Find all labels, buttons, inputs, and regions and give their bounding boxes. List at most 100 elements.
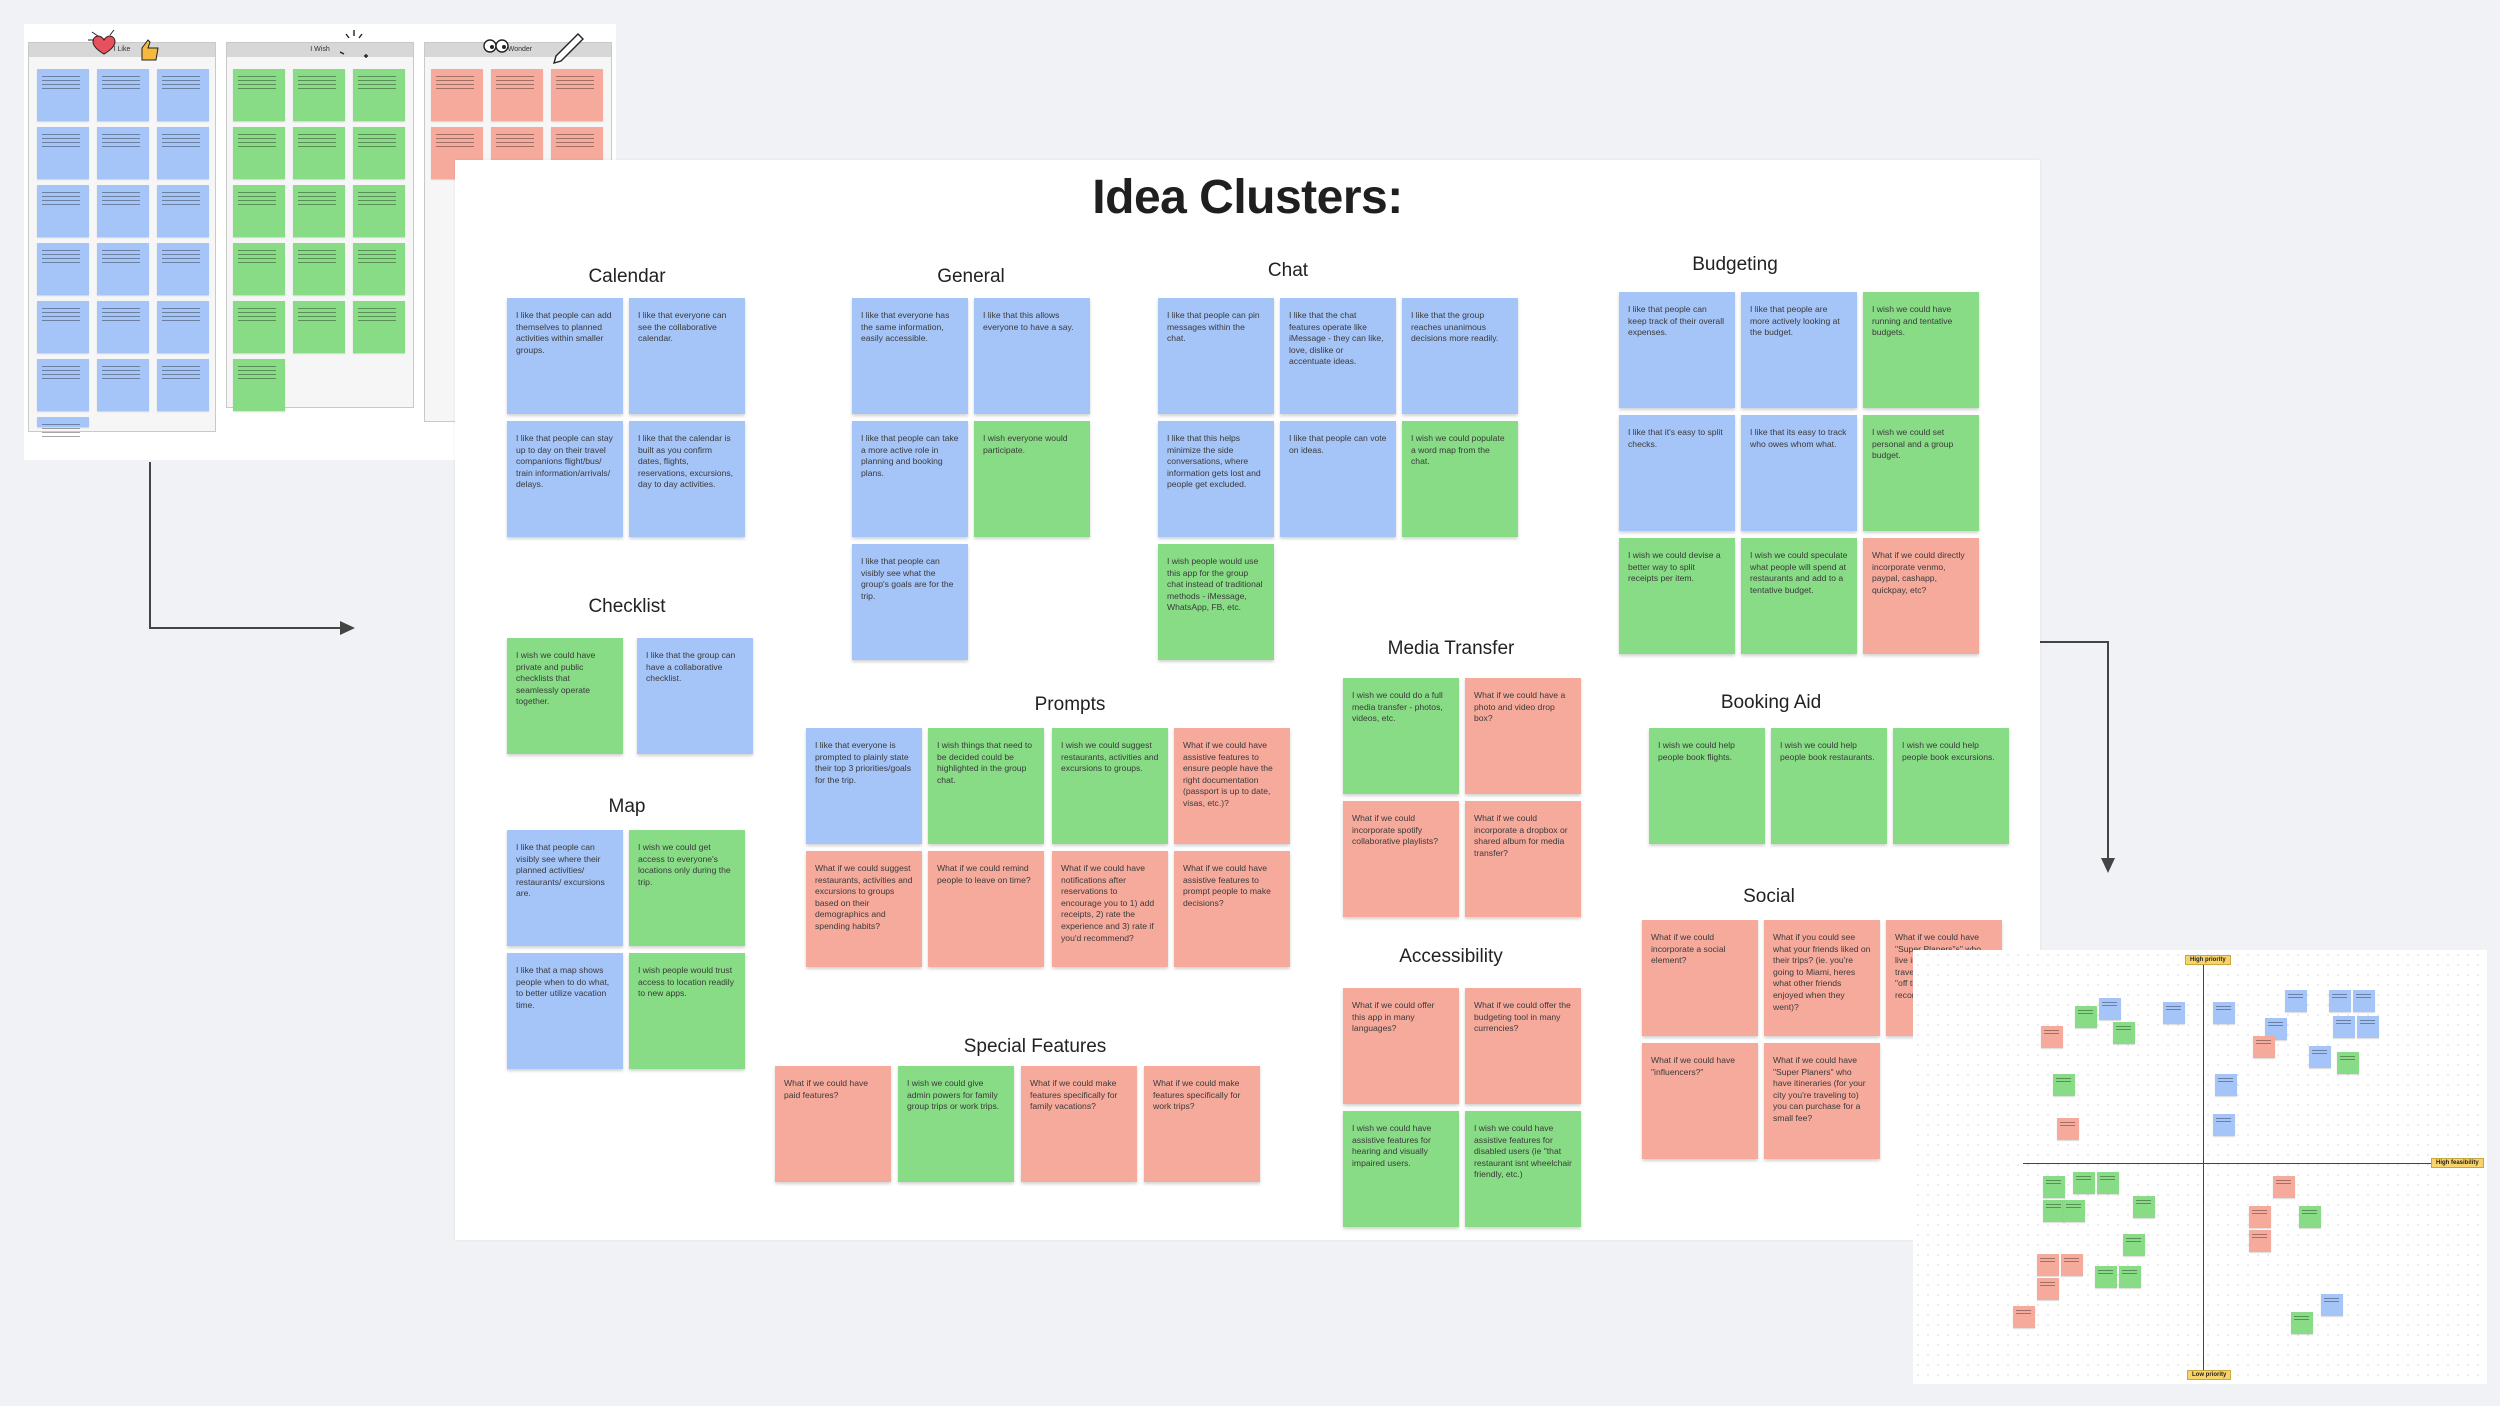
matrix-note[interactable] (2123, 1234, 2145, 1256)
matrix-note[interactable] (2133, 1196, 2155, 1218)
mini-note[interactable] (233, 127, 285, 179)
sticky-note[interactable]: What if we could have "influencers?" (1642, 1043, 1758, 1159)
sticky-note[interactable]: What if we could have a photo and video … (1465, 678, 1581, 794)
mini-note[interactable] (233, 243, 285, 295)
mini-note[interactable] (97, 69, 149, 121)
matrix-note[interactable] (2337, 1052, 2359, 1074)
matrix-note[interactable] (2099, 998, 2121, 1020)
idea-clusters-board[interactable]: Idea Clusters: Calendar I like that peop… (455, 160, 2040, 1240)
mini-note[interactable] (233, 185, 285, 237)
sticky-note[interactable]: I wish we could have running and tentati… (1863, 292, 1979, 408)
mini-note[interactable] (233, 359, 285, 411)
mini-note[interactable] (157, 301, 209, 353)
matrix-note[interactable] (2043, 1200, 2065, 1222)
sticky-note[interactable]: I wish people would trust access to loca… (629, 953, 745, 1069)
matrix-note[interactable] (2097, 1172, 2119, 1194)
mini-note[interactable] (353, 69, 405, 121)
sticky-note[interactable]: I wish we could have assistive features … (1343, 1111, 1459, 1227)
matrix-note[interactable] (2057, 1118, 2079, 1140)
mini-note[interactable] (37, 127, 89, 179)
sticky-note[interactable]: I wish we could devise a better way to s… (1619, 538, 1735, 654)
matrix-note[interactable] (2113, 1022, 2135, 1044)
mini-note[interactable] (37, 417, 89, 438)
matrix-note[interactable] (2163, 1002, 2185, 1024)
sticky-note[interactable]: I like that people can pin messages with… (1158, 298, 1274, 414)
matrix-note[interactable] (2073, 1172, 2095, 1194)
i-like-column[interactable]: I Like (28, 42, 216, 438)
sticky-note[interactable]: What if we could make features specifica… (1144, 1066, 1260, 1182)
sticky-note[interactable]: I like that everyone can see the collabo… (629, 298, 745, 414)
mini-note[interactable] (431, 69, 483, 121)
sticky-note[interactable]: I wish things that need to be decided co… (928, 728, 1044, 844)
sticky-note[interactable]: What if we could have assistive features… (1174, 851, 1290, 967)
matrix-note[interactable] (2321, 1294, 2343, 1316)
sticky-note[interactable]: I like that people are more actively loo… (1741, 292, 1857, 408)
sticky-note[interactable]: What if we could have "Super Planers" wh… (1764, 1043, 1880, 1159)
mini-note[interactable] (293, 127, 345, 179)
sticky-note[interactable]: I like that people can add themselves to… (507, 298, 623, 414)
matrix-note[interactable] (2119, 1266, 2141, 1288)
matrix-note[interactable] (2053, 1074, 2075, 1096)
sticky-note[interactable]: I like that this helps minimize the side… (1158, 421, 1274, 537)
mini-note[interactable] (293, 69, 345, 121)
matrix-note[interactable] (2273, 1176, 2295, 1198)
mini-note[interactable] (353, 243, 405, 295)
matrix-note[interactable] (2357, 1016, 2379, 1038)
mini-note[interactable] (233, 69, 285, 121)
sticky-note[interactable]: I wish we could help people book excursi… (1893, 728, 2009, 844)
sticky-note[interactable]: What if you could see what your friends … (1764, 920, 1880, 1036)
matrix-note[interactable] (2333, 1016, 2355, 1038)
sticky-note[interactable]: I like that everyone is prompted to plai… (806, 728, 922, 844)
priority-matrix-board[interactable]: High priority Low priority High feasibil… (1913, 950, 2487, 1384)
matrix-note[interactable] (2291, 1312, 2313, 1334)
sticky-note[interactable]: I like that the chat features operate li… (1280, 298, 1396, 414)
sticky-note[interactable]: I wish we could suggest restaurants, act… (1052, 728, 1168, 844)
sticky-note[interactable]: I like that the group can have a collabo… (637, 638, 753, 754)
mini-note[interactable] (491, 69, 543, 121)
sticky-note[interactable]: What if we could remind people to leave … (928, 851, 1044, 967)
mini-note[interactable] (37, 301, 89, 353)
i-wish-column[interactable]: I Wish (226, 42, 414, 411)
sticky-note[interactable]: I wish we could help people book flights… (1649, 728, 1765, 844)
sticky-note[interactable]: I like that this allows everyone to have… (974, 298, 1090, 414)
matrix-note[interactable] (2013, 1306, 2035, 1328)
mini-note[interactable] (353, 185, 405, 237)
matrix-note[interactable] (2061, 1254, 2083, 1276)
mini-note[interactable] (97, 301, 149, 353)
sticky-note[interactable]: I wish we could set personal and a group… (1863, 415, 1979, 531)
sticky-note[interactable]: I like that the calendar is built as you… (629, 421, 745, 537)
sticky-note[interactable]: I wish we could speculate what people wi… (1741, 538, 1857, 654)
mini-note[interactable] (293, 301, 345, 353)
matrix-note[interactable] (2063, 1200, 2085, 1222)
sticky-note[interactable]: I like that people can vote on ideas. (1280, 421, 1396, 537)
mini-note[interactable] (157, 69, 209, 121)
matrix-note[interactable] (2037, 1278, 2059, 1300)
mini-note[interactable] (233, 301, 285, 353)
mini-note[interactable] (157, 243, 209, 295)
matrix-note[interactable] (2249, 1230, 2271, 1252)
sticky-note[interactable]: I like that a map shows people when to d… (507, 953, 623, 1069)
mini-note[interactable] (97, 185, 149, 237)
sticky-note[interactable]: I wish people would use this app for the… (1158, 544, 1274, 660)
sticky-note[interactable]: I wish we could help people book restaur… (1771, 728, 1887, 844)
sticky-note[interactable]: What if we could incorporate a social el… (1642, 920, 1758, 1036)
mini-note[interactable] (157, 127, 209, 179)
sticky-note[interactable]: I wish we could populate a word map from… (1402, 421, 1518, 537)
matrix-note[interactable] (2043, 1176, 2065, 1198)
sticky-note[interactable]: I like that people can visibly see where… (507, 830, 623, 946)
sticky-note[interactable]: What if we could have notifications afte… (1052, 851, 1168, 967)
sticky-note[interactable]: What if we could have paid features? (775, 1066, 891, 1182)
mini-note[interactable] (97, 243, 149, 295)
matrix-note[interactable] (2037, 1254, 2059, 1276)
mini-note[interactable] (551, 69, 603, 121)
sticky-note[interactable]: I like that people can stay up to day on… (507, 421, 623, 537)
matrix-note[interactable] (2075, 1006, 2097, 1028)
sticky-note[interactable]: I wish we could have private and public … (507, 638, 623, 754)
sticky-note[interactable]: What if we could offer this app in many … (1343, 988, 1459, 1104)
sticky-note[interactable]: I like that everyone has the same inform… (852, 298, 968, 414)
sticky-note[interactable]: I wish everyone would participate. (974, 421, 1090, 537)
sticky-note[interactable]: I wish we could get access to everyone's… (629, 830, 745, 946)
mini-note[interactable] (157, 185, 209, 237)
sticky-note[interactable]: I like that it's easy to split checks. (1619, 415, 1735, 531)
mini-note[interactable] (97, 359, 149, 411)
